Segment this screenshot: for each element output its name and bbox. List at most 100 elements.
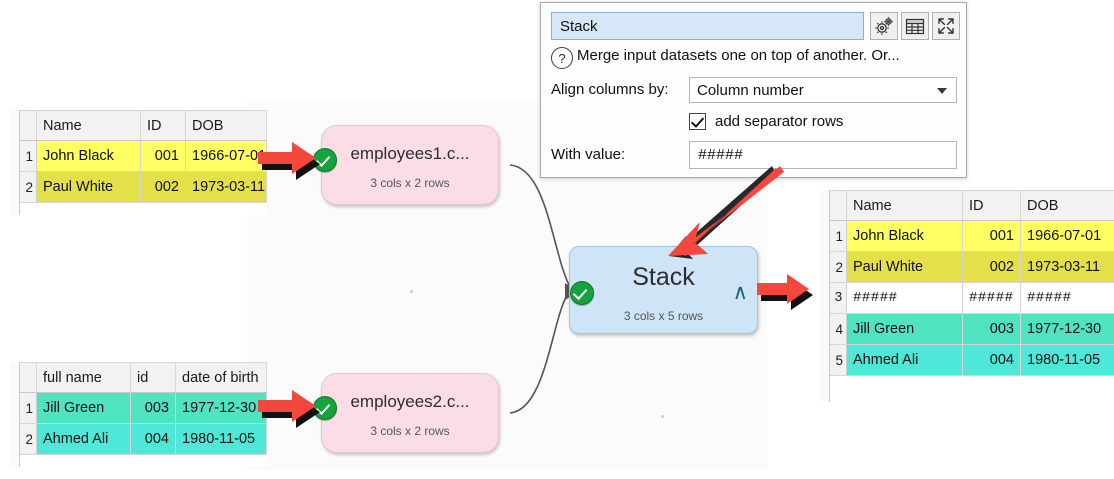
node-employees1-subtitle: 3 cols x 2 rows <box>370 176 450 190</box>
cell-full-name[interactable]: Jill Green <box>36 392 131 424</box>
cell-id[interactable]: 002 <box>962 251 1021 283</box>
table-row[interactable]: 1 John Black 001 1966-07-01 <box>19 140 267 172</box>
cell-name[interactable]: John Black <box>846 220 963 252</box>
cell-name[interactable]: John Black <box>36 140 141 172</box>
col-header-id[interactable]: ID <box>962 190 1021 221</box>
gears-glyph <box>875 17 893 35</box>
link-employees2-stack <box>509 291 570 414</box>
table-gutter <box>10 362 20 467</box>
stack-properties-dialog[interactable]: Stack ? <box>540 2 967 178</box>
table-header-row: full name id date of birth <box>19 362 267 393</box>
col-header-name[interactable]: Name <box>36 110 141 141</box>
cell-dob[interactable]: 1973-03-11 <box>185 171 267 203</box>
row-number[interactable]: 2 <box>829 251 847 283</box>
row-number[interactable]: 2 <box>19 423 37 455</box>
cell-dob[interactable]: 1980-11-05 <box>1020 344 1114 376</box>
link-employees1-stack <box>509 164 570 286</box>
node-employees1[interactable]: employees1.c... 3 cols x 2 rows <box>321 125 499 205</box>
align-columns-select[interactable]: Column number <box>689 77 957 103</box>
cell-id[interactable]: 003 <box>962 313 1021 345</box>
cell-id[interactable]: 001 <box>140 140 186 172</box>
col-header-name[interactable]: Name <box>846 190 963 221</box>
table-header-row: Name ID DOB <box>829 190 1114 221</box>
add-separator-rows-checkbox[interactable]: add separator rows <box>689 113 843 130</box>
row-number[interactable]: 1 <box>19 140 37 172</box>
cell-id[interactable]: ##### <box>962 282 1021 314</box>
table-row[interactable]: 1 John Black 001 1966-07-01 <box>829 220 1114 252</box>
arrow-dialog-to-stack <box>668 166 784 259</box>
row-number[interactable]: 5 <box>829 344 847 376</box>
table-row[interactable]: 2 Paul White 002 1973-03-11 <box>829 251 1114 283</box>
col-header-full-name[interactable]: full name <box>36 362 131 393</box>
table-corner-cell <box>19 362 37 393</box>
node-employees2-subtitle: 3 cols x 2 rows <box>370 424 450 438</box>
expand-glyph <box>938 18 954 34</box>
node-employees2[interactable]: employees2.c... 3 cols x 2 rows <box>321 373 499 453</box>
canvas-grid-dot <box>410 290 413 293</box>
cell-name[interactable]: Jill Green <box>846 313 963 345</box>
col-header-id[interactable]: ID <box>140 110 186 141</box>
cell-dob[interactable]: 1977-12-30 <box>1020 313 1114 345</box>
col-header-date-of-birth[interactable]: date of birth <box>175 362 267 393</box>
table-row[interactable]: 2 Paul White 002 1973-03-11 <box>19 171 267 203</box>
cell-id[interactable]: 004 <box>130 423 176 455</box>
row-number[interactable]: 4 <box>829 313 847 345</box>
table-input-employees1[interactable]: Name ID DOB 1 John Black 001 1966-07-01 … <box>10 110 267 215</box>
cell-id[interactable]: 001 <box>962 220 1021 252</box>
node-stack[interactable]: Stack 3 cols x 5 rows ∧ <box>569 246 758 334</box>
cell-name[interactable]: Ahmed Ali <box>846 344 963 376</box>
help-icon[interactable]: ? <box>551 47 573 69</box>
canvas-grid-dot <box>661 415 664 418</box>
table-corner-cell <box>829 190 847 221</box>
node-employees1-title: employees1.c... <box>350 144 470 163</box>
table-row[interactable]: 1 Jill Green 003 1977-12-30 <box>19 392 267 424</box>
table-view-icon[interactable] <box>901 12 929 40</box>
cell-name[interactable]: ##### <box>846 282 963 314</box>
table-output-stack[interactable]: Name ID DOB 1 John Black 001 1966-07-01 … <box>820 190 1114 402</box>
col-header-id[interactable]: id <box>130 362 176 393</box>
node-stack-subtitle: 3 cols x 5 rows <box>623 309 704 323</box>
cell-date-of-birth[interactable]: 1977-12-30 <box>175 392 267 424</box>
row-number[interactable]: 1 <box>829 220 847 252</box>
item-name-input[interactable]: Stack <box>551 12 864 40</box>
row-number[interactable]: 1 <box>19 392 37 424</box>
checkbox-box[interactable] <box>689 113 706 130</box>
node-stack-output-caret-icon[interactable]: ∧ <box>732 281 748 304</box>
cell-full-name[interactable]: Ahmed Ali <box>36 423 131 455</box>
status-ok-icon-stack <box>570 281 594 305</box>
table-corner-cell <box>19 110 37 141</box>
add-separator-rows-label: add separator rows <box>715 113 844 130</box>
settings-gears-icon[interactable] <box>870 12 898 40</box>
cell-dob[interactable]: 1966-07-01 <box>1020 220 1114 252</box>
table-row[interactable]: 2 Ahmed Ali 004 1980-11-05 <box>19 423 267 455</box>
with-value-label: With value: <box>551 146 626 163</box>
with-value-input[interactable]: ##### <box>689 141 957 169</box>
cell-id[interactable]: 003 <box>130 392 176 424</box>
cell-name[interactable]: Paul White <box>846 251 963 283</box>
table-gutter <box>820 190 830 402</box>
table-row-separator[interactable]: 3 ##### ##### ##### <box>829 282 1114 314</box>
cell-dob[interactable]: 1973-03-11 <box>1020 251 1114 283</box>
row-number[interactable]: 2 <box>19 171 37 203</box>
table-gutter <box>10 110 20 215</box>
node-stack-title: Stack <box>632 263 695 291</box>
align-columns-label: Align columns by: <box>551 81 669 98</box>
table-input-employees2[interactable]: full name id date of birth 1 Jill Green … <box>10 362 267 467</box>
cell-id[interactable]: 002 <box>140 171 186 203</box>
cell-name[interactable]: Paul White <box>36 171 141 203</box>
chevron-down-icon <box>937 88 947 94</box>
cell-id[interactable]: 004 <box>962 344 1021 376</box>
table-row[interactable]: 4 Jill Green 003 1977-12-30 <box>829 313 1114 345</box>
col-header-dob[interactable]: DOB <box>185 110 267 141</box>
expand-icon[interactable] <box>932 12 960 40</box>
col-header-dob[interactable]: DOB <box>1020 190 1114 221</box>
align-columns-value: Column number <box>697 81 804 99</box>
cell-date-of-birth[interactable]: 1980-11-05 <box>175 423 267 455</box>
row-number[interactable]: 3 <box>829 282 847 314</box>
arrow-stack-to-output <box>757 274 813 310</box>
node-employees2-title: employees2.c... <box>350 392 470 411</box>
cell-dob[interactable]: ##### <box>1020 282 1114 314</box>
cell-dob[interactable]: 1966-07-01 <box>185 140 267 172</box>
table-row[interactable]: 5 Ahmed Ali 004 1980-11-05 <box>829 344 1114 376</box>
dialog-description: Merge input datasets one on top of anoth… <box>577 47 900 64</box>
